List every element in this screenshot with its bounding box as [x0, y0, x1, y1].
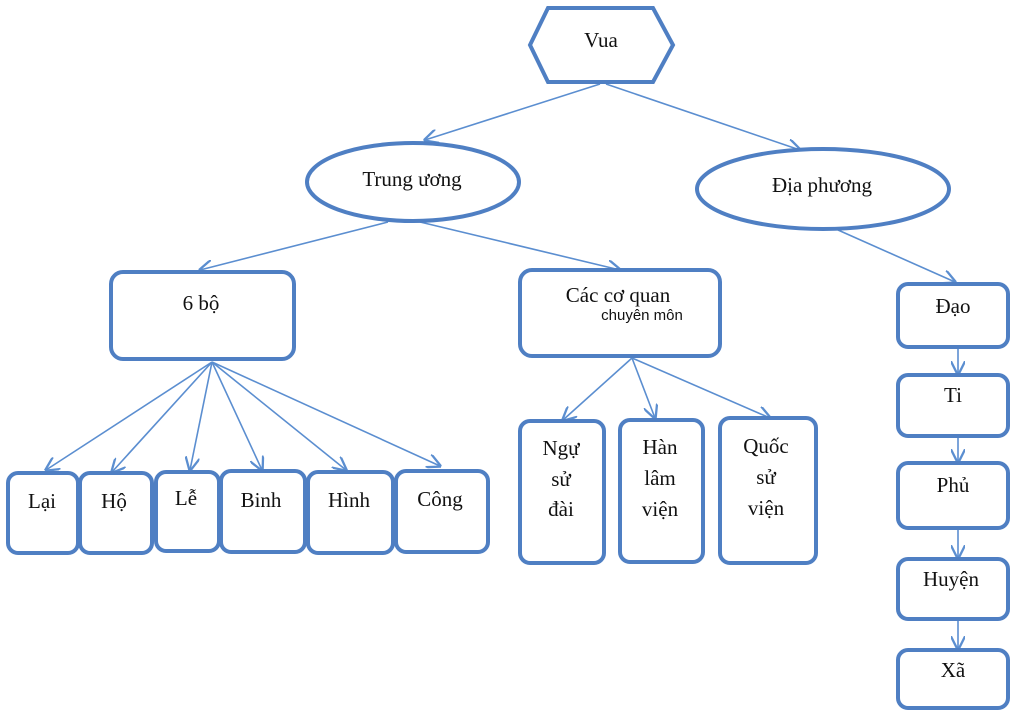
edge-co-quan-quoc-su-vien: [631, 357, 770, 418]
edge-sau-bo-hinh: [211, 361, 346, 470]
node-hinh: Hình: [306, 470, 395, 555]
node-quoc-su-vien: Quốc sử viện: [718, 416, 818, 565]
node-cong-label: Công: [417, 487, 463, 511]
node-dia-phuong: Địa phương: [695, 147, 951, 231]
node-quoc-su-vien-line-3: viện: [748, 496, 785, 520]
edge-trung-uong-co-quan: [419, 221, 620, 270]
node-han-lam-vien-line-3: viện: [642, 497, 679, 521]
node-ngu-su-dai-line-3: đài: [548, 497, 574, 521]
node-phu: Phủ: [896, 461, 1010, 530]
node-ngu-su-dai: Ngự sử đài: [518, 419, 606, 565]
node-sau-bo: 6 bộ: [109, 270, 296, 361]
node-cong: Công: [394, 469, 490, 554]
node-le: Lễ: [154, 470, 221, 553]
node-vua: Vua: [527, 6, 676, 84]
edge-trung-uong-sau-bo: [200, 221, 389, 270]
node-ho-label: Hộ: [101, 489, 127, 513]
node-dao: Đạo: [896, 282, 1010, 349]
node-dao-label: Đạo: [936, 294, 971, 318]
node-binh: Binh: [219, 469, 307, 554]
node-han-lam-vien-line-1: Hàn: [643, 435, 678, 459]
node-phu-label: Phủ: [937, 473, 970, 497]
node-sau-bo-label: 6 bộ: [183, 291, 220, 315]
edge-sau-bo-cong: [211, 361, 440, 466]
node-ti-label: Ti: [944, 383, 962, 407]
node-le-label: Lễ: [175, 486, 197, 510]
edge-sau-bo-ho: [112, 361, 213, 472]
node-ho: Hộ: [78, 471, 154, 555]
node-xa: Xã: [896, 648, 1010, 710]
node-ngu-su-dai-line-1: Ngự: [542, 436, 580, 460]
node-trung-uong: Trung ương: [305, 141, 521, 223]
node-han-lam-vien: Hàn lâm viện: [618, 418, 705, 564]
edge-dia-phuong-dao: [837, 229, 955, 282]
node-co-quan-label: Các cơ quan: [566, 283, 671, 307]
node-vua-label: Vua: [584, 28, 618, 52]
edge-sau-bo-binh: [211, 361, 262, 470]
node-trung-uong-label: Trung ương: [362, 167, 462, 191]
node-ti: Ti: [896, 373, 1010, 438]
edge-co-quan-ngu-su-dai: [563, 357, 633, 420]
node-huyen: Huyện: [896, 557, 1010, 621]
node-lai-label: Lại: [28, 489, 56, 513]
node-lai: Lại: [6, 471, 80, 555]
node-dia-phuong-label: Địa phương: [772, 173, 873, 197]
edge-co-quan-han-lam-vien: [631, 357, 655, 418]
node-co-quan-sublabel: chuyên môn: [601, 307, 683, 324]
node-ngu-su-dai-line-2: sử: [551, 467, 571, 491]
node-quoc-su-vien-line-1: Quốc: [743, 434, 789, 458]
node-hinh-label: Hình: [328, 488, 371, 512]
node-han-lam-vien-line-2: lâm: [644, 466, 676, 490]
node-huyen-label: Huyện: [923, 567, 979, 591]
node-quoc-su-vien-line-2: sử: [756, 465, 776, 489]
node-binh-label: Binh: [241, 488, 282, 512]
connector-lines: [46, 83, 958, 649]
edge-vua-trung-uong: [425, 83, 601, 140]
edge-sau-bo-le: [190, 361, 213, 470]
node-xa-label: Xã: [941, 658, 966, 682]
edge-sau-bo-lai: [46, 361, 213, 470]
edge-vua-dia-phuong: [605, 83, 800, 150]
node-co-quan-chuyen-mon: Các cơ quan chuyên môn: [518, 268, 722, 358]
